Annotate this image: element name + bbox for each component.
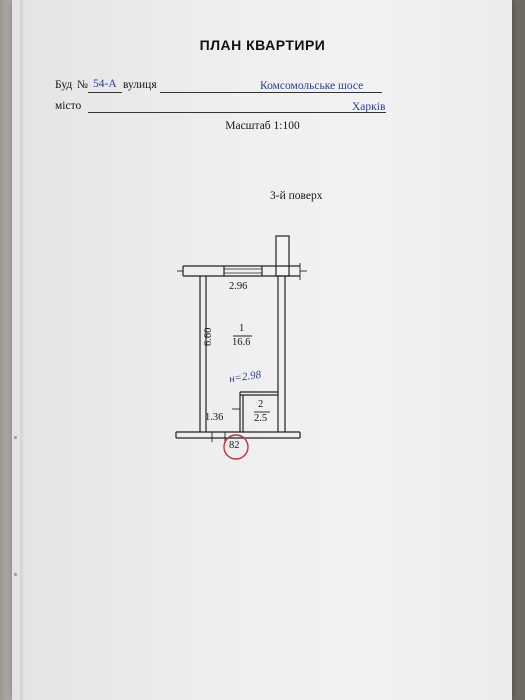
document-title: ПЛАН КВАРТИРИ bbox=[199, 37, 326, 53]
room-1-number: 1 bbox=[239, 323, 245, 334]
building-number-value: 54-А bbox=[93, 78, 117, 90]
street-underline bbox=[160, 92, 382, 93]
room-2-number: 2 bbox=[258, 399, 264, 410]
building-number-prefix: № bbox=[77, 79, 88, 91]
length-dimension: 6.60 bbox=[203, 327, 214, 346]
room-2-area: 2.5 bbox=[254, 413, 268, 424]
city-underline bbox=[88, 112, 386, 113]
room-2-dimension: 1.36 bbox=[205, 412, 224, 423]
building-number-underline bbox=[88, 92, 122, 93]
document-page bbox=[12, 0, 512, 700]
entrance-number-circle bbox=[223, 434, 249, 460]
floor-text: 3-й поверх bbox=[270, 190, 323, 202]
scale-text: Масштаб 1:100 bbox=[225, 120, 300, 132]
punch-hole-mark bbox=[14, 573, 17, 576]
city-value: Харків bbox=[352, 101, 386, 113]
street-value: Комсомольське шосе bbox=[260, 80, 364, 92]
street-label: вулиця bbox=[123, 79, 157, 91]
room-1-area: 16.6 bbox=[232, 337, 251, 348]
paper-fold-shadow bbox=[20, 0, 26, 700]
entrance-number: 82 bbox=[229, 440, 240, 451]
city-label: місто bbox=[55, 100, 82, 112]
punch-hole-mark bbox=[14, 436, 17, 439]
vent-shaft bbox=[275, 235, 290, 277]
building-label: Буд bbox=[55, 79, 73, 91]
width-dimension: 2.96 bbox=[229, 281, 248, 292]
